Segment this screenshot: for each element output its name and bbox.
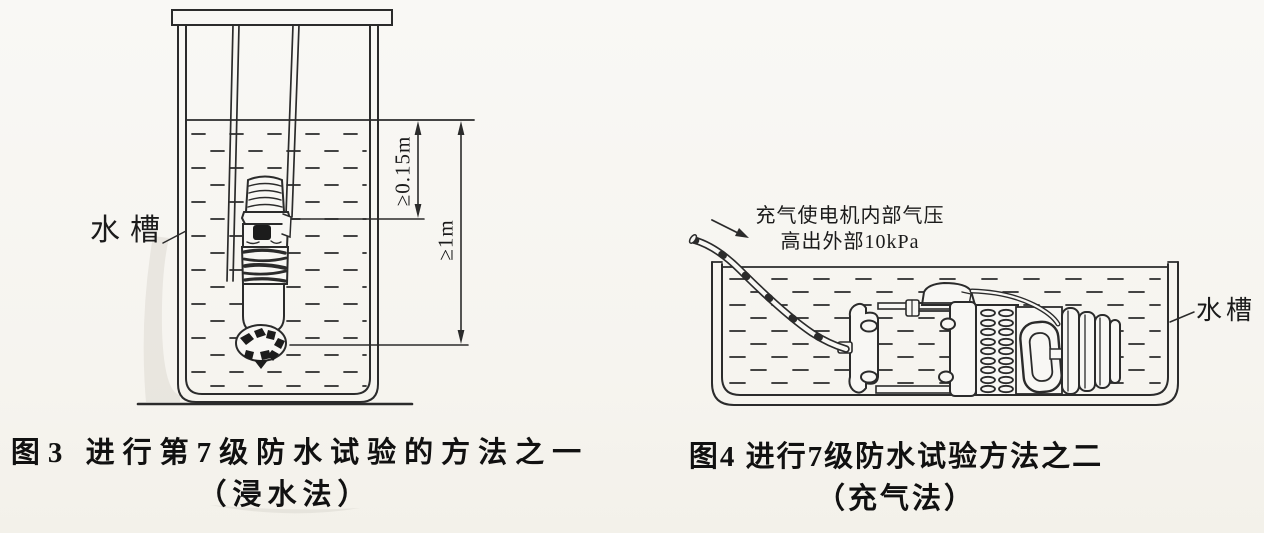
tray-inner-wall	[721, 263, 1169, 396]
dimension-lines	[289, 121, 469, 346]
device-dark-window	[253, 225, 271, 240]
tank-outer-wall	[177, 24, 379, 403]
flange-bolt-top	[860, 319, 878, 333]
vent-slots	[980, 308, 1014, 394]
fig3-dim-label-015m: ≥0.15m	[390, 135, 415, 207]
tray-outer-wall	[711, 261, 1179, 406]
fig4-tank-leader-line	[1169, 311, 1195, 323]
motor-mid-plate	[949, 301, 977, 397]
motor-bottom-tie-bar	[875, 385, 953, 394]
figure4-drawing	[688, 219, 1195, 406]
fig3-caption-line1: 图3 进行第7级防水试验的方法之一	[10, 437, 590, 469]
device-side-tab	[281, 213, 292, 239]
fig4-caption-line1: 图4 进行7级防水试验方法之二	[688, 441, 1104, 473]
fig4-annotation-line2: 高出外部10kPa	[780, 231, 920, 253]
suspension-ropes	[226, 24, 300, 282]
submerged-device	[235, 175, 292, 369]
motor-dome-cap	[920, 281, 977, 306]
scan-smudge-2	[210, 505, 360, 514]
hanger-crossbar	[171, 9, 393, 26]
device-top-cylinder	[244, 175, 286, 213]
fig4-annotation-line1: 充气使电机内部气压	[755, 205, 945, 227]
mid-plate-bolt-top	[940, 317, 956, 331]
shaft-coupling-rings	[1061, 307, 1121, 395]
hose-open-end	[688, 234, 698, 244]
flange-bolt-bottom	[860, 370, 878, 384]
air-hose	[688, 234, 850, 353]
fig3-tank-label: 水槽	[90, 214, 170, 247]
fig3-dim-label-1m: ≥1m	[433, 219, 458, 261]
fig3-caption-line2: （浸水法）	[197, 479, 373, 511]
mid-plate-bolt-bottom	[938, 370, 954, 384]
motor-assembly	[837, 281, 1121, 397]
air-valve-bolt-shaft	[918, 302, 953, 312]
fig4-caption-line2: （充气法）	[815, 483, 976, 515]
tank-inner-wall	[185, 24, 371, 395]
scan-smudge	[143, 236, 180, 402]
fig3-tank-leader-line	[162, 230, 187, 244]
fig4-tank-label: 水槽	[1196, 296, 1257, 325]
drill-head-teeth	[240, 328, 285, 369]
figure3-drawing	[136, 9, 475, 514]
annotation-arrow	[711, 219, 749, 238]
